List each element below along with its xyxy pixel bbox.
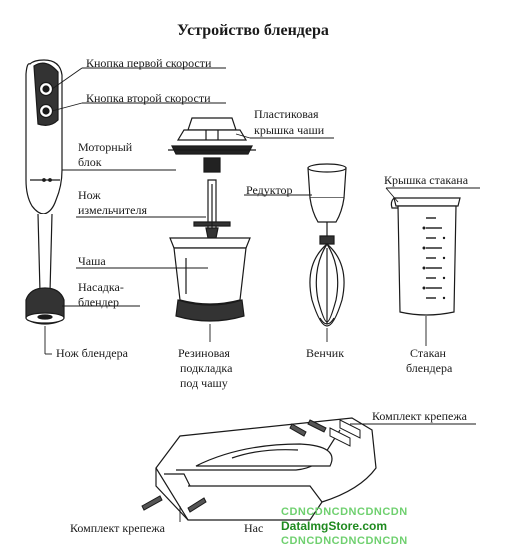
label-rubber-line2: подкладка <box>180 361 233 375</box>
diagram-title: Устройство блендера <box>177 22 329 39</box>
label-rubber-line3: под чашу <box>180 376 228 390</box>
label-fasteners-right: Комплект крепежа <box>372 409 467 423</box>
label-chopper-line1: Нож <box>78 188 101 202</box>
label-lid-line1: Пластиковая <box>254 107 319 121</box>
leader-lines <box>44 67 480 522</box>
label-rubber-line1: Резиновая <box>178 346 230 360</box>
label-blender-knife: Нож блендера <box>56 346 128 360</box>
beaker-drawing <box>390 197 461 316</box>
label-cup-lid: Крышка стакана <box>384 173 469 187</box>
watermark-line1: CDNCDNCDNCDNCDN <box>281 506 408 518</box>
chopper-bowl-drawing <box>169 237 251 322</box>
label-beaker-line1: Стакан <box>410 346 446 360</box>
label-fasteners-left: Комплект крепежа <box>70 521 165 535</box>
label-chopper-line2: измельчителя <box>78 203 147 217</box>
motor-unit-drawing <box>25 59 63 215</box>
blender-attachment-drawing <box>25 213 65 325</box>
label-beaker-line2: блендера <box>406 361 453 375</box>
label-blender-line2: блендер <box>78 295 119 309</box>
label-motor-line2: блок <box>78 155 102 169</box>
label-reducer: Редуктор <box>246 183 293 197</box>
chopper-knife-drawing <box>193 157 231 239</box>
wall-mount-drawing <box>155 417 377 521</box>
label-bowl: Чаша <box>78 254 106 268</box>
label-speed-1-button: Кнопка первой скорости <box>86 56 212 70</box>
chopper-lid-drawing <box>168 117 256 155</box>
fastener-screws-right <box>289 419 361 447</box>
label-wall-mount: Нас <box>244 521 264 535</box>
watermark-line2: DataImgStore.com <box>281 519 388 533</box>
label-speed-2-button: Кнопка второй скорости <box>86 91 211 105</box>
watermark-line3: CDNCDNCDNCDNCDN <box>281 535 408 547</box>
whisk-drawing <box>307 163 347 327</box>
label-blender-line1: Насадка- <box>78 280 124 294</box>
label-whisk: Венчик <box>306 346 345 360</box>
fastener-screws-left <box>141 495 207 513</box>
label-lid-line2: крышка чаши <box>254 123 325 137</box>
label-motor-line1: Моторный <box>78 140 133 154</box>
